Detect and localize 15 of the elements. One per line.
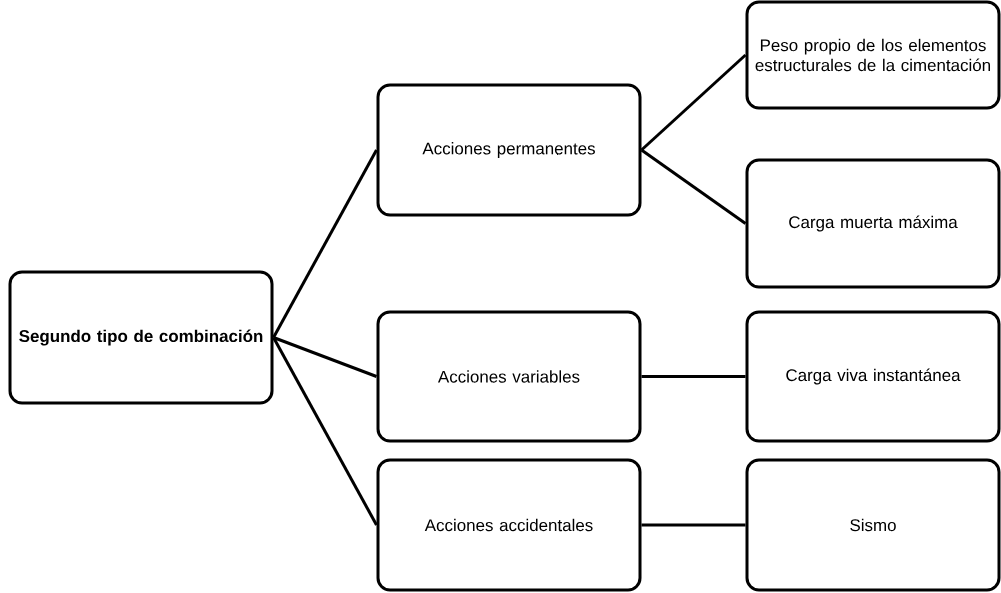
box: Acciones accidentales [376,458,642,592]
box: Carga muerta máxima [745,158,1001,289]
connector-line [272,336,378,526]
connector-line [272,149,378,339]
box: Segundo tipo de combinación [8,270,274,405]
connector-line [640,53,747,152]
connector-line [640,148,747,225]
box: Peso propio de los elementos estructurales de la cimentación [745,0,1001,110]
connector-line [641,375,746,378]
box: Acciones variables [376,310,642,443]
connector-line [272,336,378,378]
box: Acciones permanentes [376,83,642,217]
box: Carga viva instantánea [745,310,1001,443]
box: Sismo [745,458,1001,592]
connector-line [641,523,746,527]
